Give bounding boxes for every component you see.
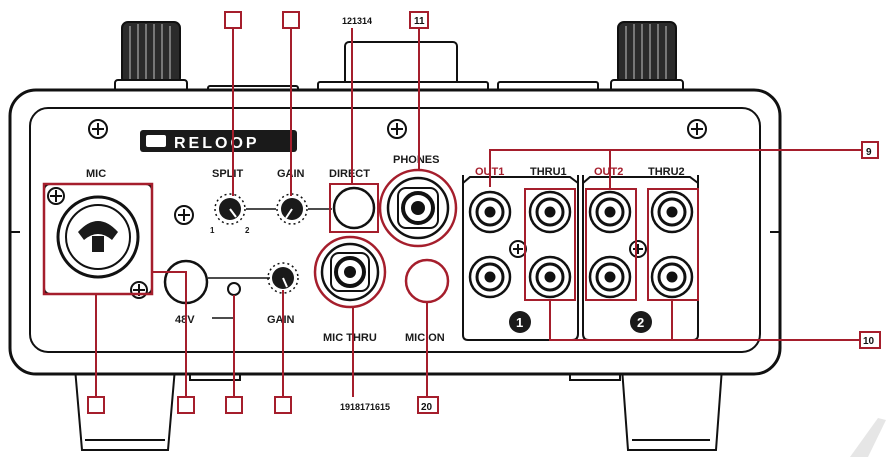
- label-thru2: THRU2: [648, 166, 685, 178]
- callout-bottom-gain: [274, 396, 292, 414]
- rca-out1-bottom: [468, 255, 512, 299]
- split-switch[interactable]: [214, 193, 246, 225]
- callout-leaders: [95, 28, 870, 397]
- callout-bottom-48v: [177, 396, 195, 414]
- callout-top-split: [224, 11, 242, 29]
- label-mic-thru: MIC THRU: [323, 332, 377, 344]
- right-foot: [620, 367, 724, 451]
- phones-jack[interactable]: [378, 168, 458, 248]
- callout-label-phones: 11: [414, 16, 425, 27]
- callout-label-micon: 20: [421, 402, 433, 413]
- callout-label-10: 10: [863, 336, 875, 347]
- callout-bottom-micon: [417, 396, 439, 414]
- callout-bottom-led: [225, 396, 243, 414]
- label-phones: PHONES: [393, 154, 439, 166]
- group-badge-2: 2: [630, 311, 652, 333]
- mic-on-button[interactable]: [404, 258, 450, 304]
- label-thru1: THRU1: [530, 166, 567, 178]
- rca-jacks[interactable]: [468, 190, 694, 299]
- top-clamp: [207, 41, 599, 97]
- screw-icon: [88, 119, 707, 258]
- svg-text:1: 1: [516, 315, 523, 330]
- rca-thru2-top: [650, 190, 694, 234]
- callout-label-direct: 121314: [342, 16, 372, 26]
- rca-thru2-bottom: [650, 255, 694, 299]
- label-gain-bottom: GAIN: [267, 314, 295, 326]
- label-mic: MIC: [86, 168, 106, 180]
- callout-right-10: [859, 331, 881, 349]
- rca-thru1-top: [528, 190, 572, 234]
- xlr-highlight-box: [42, 182, 154, 296]
- rca-out2-bottom: [588, 255, 632, 299]
- mic-thru-jack[interactable]: [313, 235, 387, 309]
- top-left-knob: [114, 21, 188, 95]
- direct-button[interactable]: [329, 183, 379, 233]
- label-split: SPLIT: [212, 168, 243, 180]
- split-pos-1: 1: [210, 226, 215, 235]
- callout-right-9: [861, 141, 879, 159]
- label-out2: OUT2: [594, 166, 623, 178]
- gain-knob-bottom[interactable]: [267, 262, 299, 294]
- rca-out1-top: [468, 190, 512, 234]
- phantom-led-icon: [227, 282, 241, 296]
- label-mic-on: MIC ON: [405, 332, 445, 344]
- xlr-combo-jack[interactable]: [43, 183, 153, 299]
- top-right-knob: [610, 21, 684, 95]
- callout-label-micthru: 1918171615: [340, 402, 390, 412]
- group-badge-1: 1: [509, 311, 531, 333]
- brand-text: RELOOP: [174, 135, 260, 152]
- label-direct: DIRECT: [329, 168, 370, 180]
- callout-bottom-xlr: [87, 396, 105, 414]
- callout-top-gain: [282, 11, 300, 29]
- callout-label-9: 9: [866, 147, 872, 158]
- split-pos-2: 2: [245, 226, 250, 235]
- svg-text:2: 2: [637, 315, 644, 330]
- rca-out2-top: [588, 190, 632, 234]
- reloop-logo: RELOOP: [140, 130, 297, 152]
- rca-thru1-bottom: [528, 255, 572, 299]
- callout-top-phones: [409, 11, 429, 29]
- callout-boxes: [87, 11, 881, 414]
- corner-swoosh: [850, 418, 886, 457]
